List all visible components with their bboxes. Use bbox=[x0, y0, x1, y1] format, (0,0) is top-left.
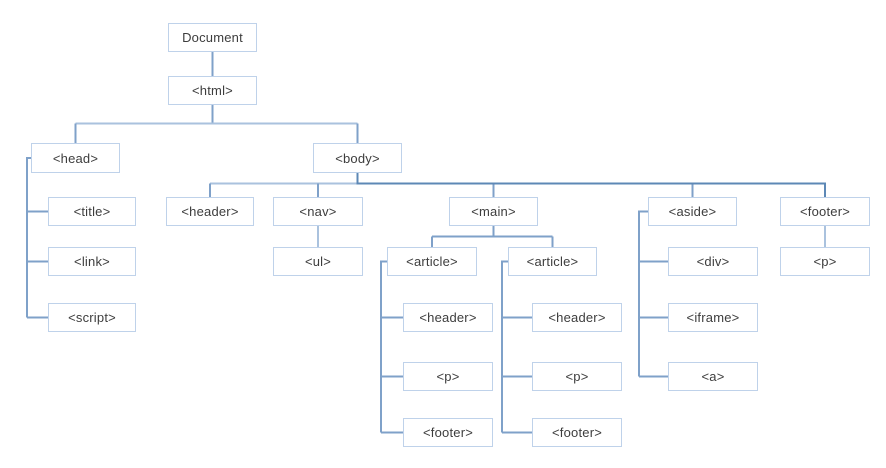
tree-node-link: <link> bbox=[48, 247, 136, 276]
tree-node-title: <title> bbox=[48, 197, 136, 226]
connector-line bbox=[638, 210, 648, 377]
tree-node-article2-p: <p> bbox=[532, 362, 622, 391]
tree-node-article1-footer: <footer> bbox=[403, 418, 493, 447]
tree-node-body: <body> bbox=[313, 143, 402, 173]
tree-node-nav: <nav> bbox=[273, 197, 363, 226]
connector-line bbox=[380, 260, 387, 433]
tree-node-script: <script> bbox=[48, 303, 136, 332]
tree-node-article1-p: <p> bbox=[403, 362, 493, 391]
connector-line bbox=[26, 157, 31, 318]
tree-node-html: <html> bbox=[168, 76, 257, 105]
tree-node-footer-2: <footer> bbox=[780, 197, 870, 226]
tree-node-main: <main> bbox=[449, 197, 538, 226]
tree-node-head: <head> bbox=[31, 143, 120, 173]
tree-node-document: Document bbox=[168, 23, 257, 52]
tree-node-article-2: <article> bbox=[508, 247, 597, 276]
connector-line bbox=[501, 260, 508, 433]
tree-node-article1-header: <header> bbox=[403, 303, 493, 332]
tree-node-aside-a: <a> bbox=[668, 362, 758, 391]
connector-line bbox=[356, 173, 827, 197]
tree-node-aside: <aside> bbox=[648, 197, 737, 226]
tree-node-header-1: <header> bbox=[166, 197, 254, 226]
tree-node-footer-p: <p> bbox=[780, 247, 870, 276]
tree-node-article-1: <article> bbox=[387, 247, 477, 276]
tree-node-article2-footer: <footer> bbox=[532, 418, 622, 447]
tree-node-aside-iframe: <iframe> bbox=[668, 303, 758, 332]
tree-node-article2-header: <header> bbox=[532, 303, 622, 332]
tree-node-ul: <ul> bbox=[273, 247, 363, 276]
tree-node-aside-div: <div> bbox=[668, 247, 758, 276]
